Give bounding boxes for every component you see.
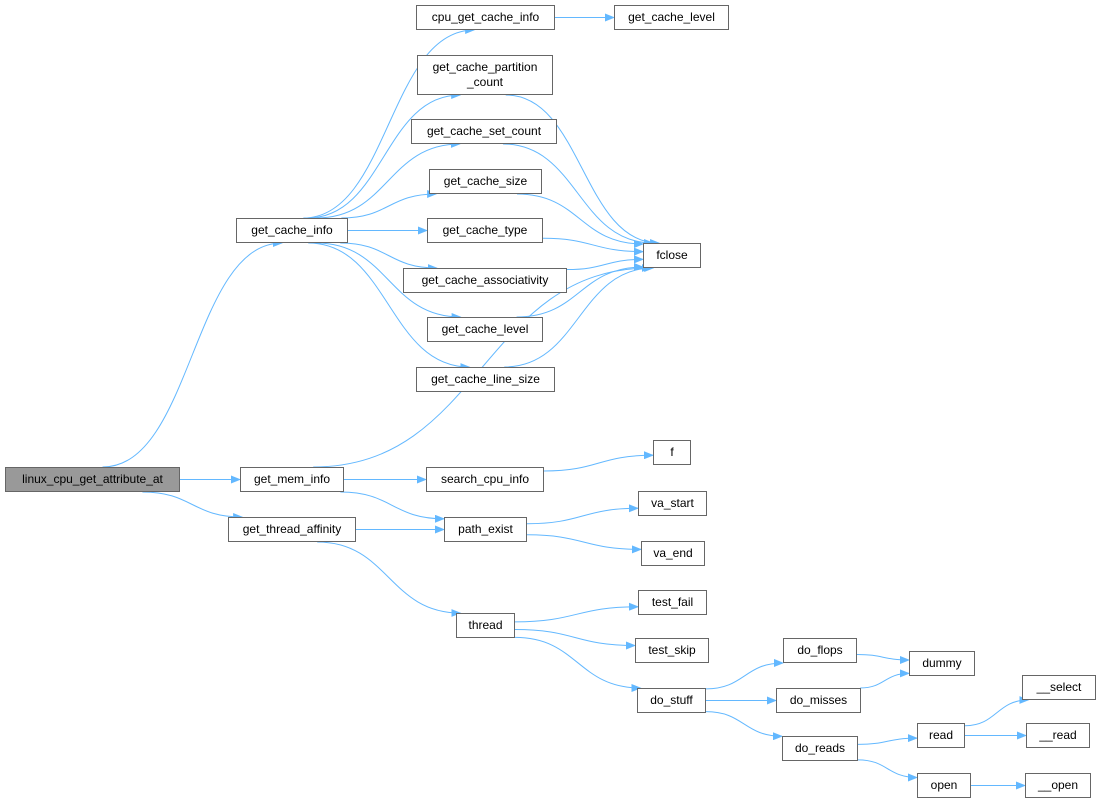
node-va-end[interactable]: va_end: [641, 541, 705, 566]
node-get-cache-type[interactable]: get_cache_type: [427, 218, 543, 243]
node-do-reads[interactable]: do_reads: [782, 736, 858, 761]
edge-get_cache_info-to-get_cache_level_b: [316, 242, 462, 321]
node---open[interactable]: __open: [1025, 773, 1091, 798]
edge-get_cache_partition_count-to-fclose: [505, 94, 661, 247]
node-do-flops[interactable]: do_flops: [783, 638, 857, 663]
node-open[interactable]: open: [917, 773, 971, 798]
node---read[interactable]: __read: [1026, 723, 1090, 748]
edge-get_cache_type-to-fclose: [542, 237, 644, 256]
node-test-fail[interactable]: test_fail: [638, 590, 707, 615]
edge-path_exist-to-va_start: [526, 504, 639, 525]
edge-do_stuff-to-do_flops: [705, 658, 784, 690]
edge-linux_cpu_get_attribute_at-to-get_cache_info: [102, 239, 283, 468]
edge-get_cache_size-to-fclose: [517, 193, 644, 248]
node-get-cache-partition-count[interactable]: get_cache_partition _count: [417, 55, 553, 95]
node-get-cache-set-count[interactable]: get_cache_set_count: [411, 119, 557, 144]
node-f[interactable]: f: [653, 440, 691, 465]
node-cpu-get-cache-info[interactable]: cpu_get_cache_info: [416, 5, 555, 30]
edge-search_cpu_info-to-f: [543, 451, 654, 472]
node-va-start[interactable]: va_start: [638, 491, 707, 516]
edge-get_cache_line_size-to-fclose: [504, 264, 655, 368]
node-do-stuff[interactable]: do_stuff: [637, 688, 706, 713]
edge-get_cache_info-to-get_cache_partition_count: [307, 91, 462, 219]
edge-get_mem_info-to-path_exist: [340, 491, 445, 523]
edge-do_reads-to-open: [857, 759, 918, 782]
edge-get_cache_info-to-get_cache_size: [341, 190, 438, 219]
node-get-cache-associativity[interactable]: get_cache_associativity: [403, 268, 567, 293]
node-get-cache-level-b[interactable]: get_cache_level: [427, 317, 543, 342]
edge-get_cache_associativity-to-fclose: [566, 255, 644, 271]
node-fclose[interactable]: fclose: [643, 243, 701, 268]
edge-get_cache_info-to-get_cache_set_count: [316, 140, 461, 219]
edge-do_misses-to-dummy: [860, 669, 910, 689]
edge-thread-to-test_skip: [514, 628, 636, 650]
edge-read-to-__select: [964, 696, 1030, 727]
edge-do_reads-to-read: [857, 734, 918, 745]
node-get-thread-affinity[interactable]: get_thread_affinity: [228, 517, 356, 542]
node-thread[interactable]: thread: [456, 613, 515, 638]
node-get-cache-line-size[interactable]: get_cache_line_size: [416, 367, 555, 392]
edge-thread-to-test_fail: [514, 602, 639, 623]
node-dummy[interactable]: dummy: [909, 651, 975, 676]
edge-do_flops-to-dummy: [856, 653, 910, 664]
edge-get_cache_info-to-cpu_get_cache_info: [303, 26, 476, 219]
edge-get_cache_info-to-get_cache_associativity: [340, 242, 438, 272]
edge-get_cache_set_count-to-fclose: [502, 143, 655, 247]
node-search-cpu-info[interactable]: search_cpu_info: [426, 467, 544, 492]
node-do-misses[interactable]: do_misses: [776, 688, 861, 713]
edge-get_cache_info-to-get_cache_line_size: [308, 242, 471, 371]
node-get-cache-size[interactable]: get_cache_size: [429, 169, 542, 194]
node---select[interactable]: __select: [1022, 675, 1096, 700]
node-get-cache-info[interactable]: get_cache_info: [236, 218, 348, 243]
edge-get_thread_affinity-to-thread: [317, 541, 462, 617]
node-read[interactable]: read: [917, 723, 965, 748]
node-get-mem-info[interactable]: get_mem_info: [240, 467, 344, 492]
edge-get_cache_level_b-to-fclose: [516, 262, 644, 318]
node-path-exist[interactable]: path_exist: [444, 517, 527, 542]
edge-do_stuff-to-do_reads: [705, 711, 783, 741]
node-test-skip[interactable]: test_skip: [635, 638, 709, 663]
node-get-cache-level-a[interactable]: get_cache_level: [614, 5, 729, 30]
edge-linux_cpu_get_attribute_at-to-get_thread_affinity: [142, 491, 244, 521]
node-linux-cpu-get-attribute-at[interactable]: linux_cpu_get_attribute_at: [5, 467, 180, 492]
edge-thread-to-do_stuff: [514, 636, 642, 692]
edge-path_exist-to-va_end: [526, 534, 642, 554]
